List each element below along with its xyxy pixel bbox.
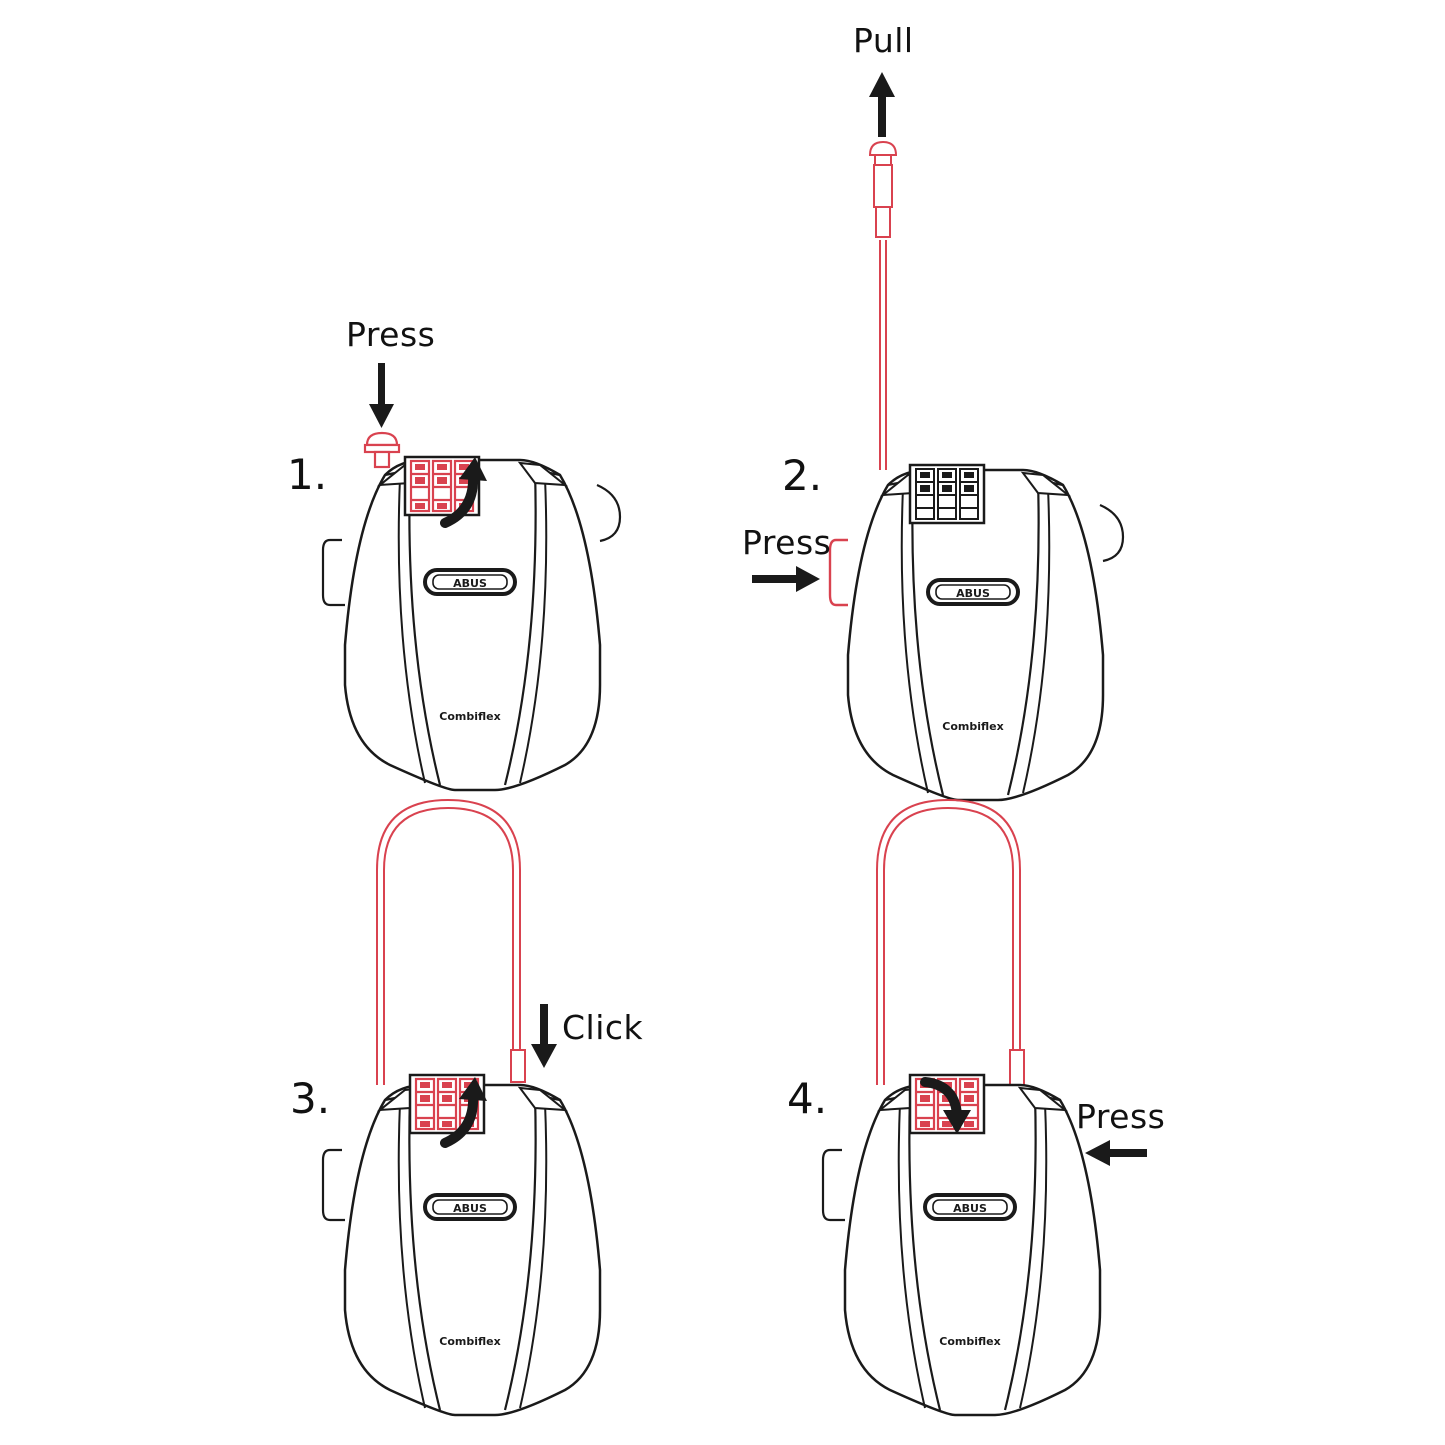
step-3-lock xyxy=(321,1075,602,1417)
step-3-panel xyxy=(321,798,602,1417)
step-2-lock xyxy=(828,463,1125,802)
step-2-panel xyxy=(752,72,1125,802)
cable-loop xyxy=(876,798,1025,1086)
cable-loop xyxy=(376,798,526,1085)
step-3-number: 3. xyxy=(290,1074,331,1123)
step-1-panel xyxy=(321,363,622,792)
step-2-number: 2. xyxy=(782,451,823,500)
top-release-button xyxy=(363,431,401,469)
left-arrow-icon xyxy=(1085,1140,1147,1166)
cable xyxy=(868,140,898,470)
step-1-lock xyxy=(321,431,622,792)
step-1-number: 1. xyxy=(287,450,328,499)
step-4-number: 4. xyxy=(787,1074,828,1123)
step-2-action-label: Press xyxy=(742,523,832,562)
step-4-action-label: Press xyxy=(1076,1097,1166,1136)
step-2-pull-label: Pull xyxy=(853,21,914,60)
step-4-panel xyxy=(821,798,1147,1417)
curved-down-arrow-icon xyxy=(920,1077,971,1134)
step-3-action-label: Click xyxy=(562,1008,644,1047)
down-arrow-icon xyxy=(369,363,394,428)
step-4-lock xyxy=(821,1073,1102,1417)
step-1-action-label: Press xyxy=(346,315,436,354)
down-arrow-icon xyxy=(531,1004,557,1068)
up-arrow-icon xyxy=(869,72,895,137)
right-arrow-icon xyxy=(752,566,820,592)
